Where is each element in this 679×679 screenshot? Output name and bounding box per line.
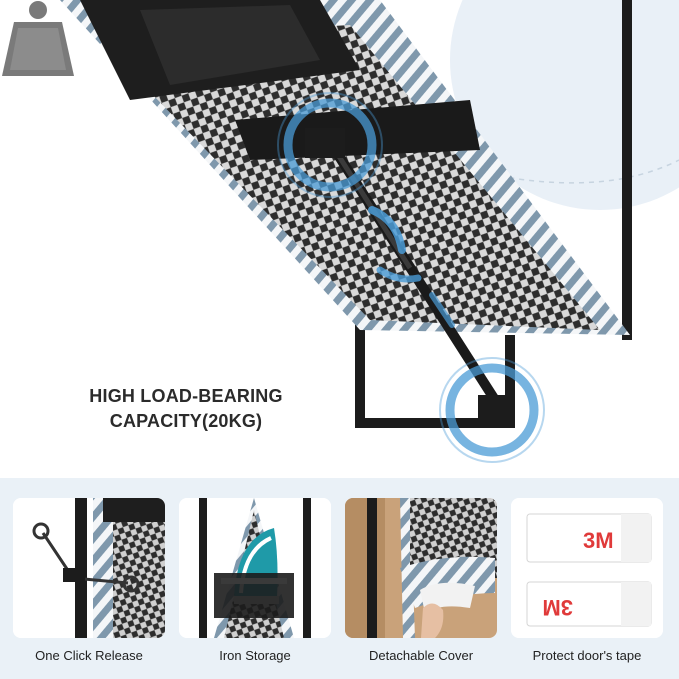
feature-card-iron (179, 498, 331, 638)
feature-caption-tape: Protect door's tape (532, 648, 642, 663)
weight-icon (2, 1, 74, 76)
iron-icon (179, 498, 331, 638)
feature-caption-cover: Detachable Cover (368, 648, 474, 663)
motion-arrow-icon (368, 206, 406, 254)
feature-card-cover (345, 498, 497, 638)
frame-post (622, 0, 632, 340)
headline: HIGH LOAD-BEARING CAPACITY(20KG) (52, 384, 320, 434)
feature-caption-release: One Click Release (35, 648, 143, 663)
release-lever-icon (13, 498, 165, 638)
headline-line-2: CAPACITY(20KG) (109, 411, 263, 431)
feature-card-tape: 3M 3M (511, 498, 663, 638)
headline-line-1: HIGH LOAD-BEARING (89, 386, 283, 406)
ironing-board-drawing (60, 0, 679, 463)
hero-illustration: 20KG HIGH LOAD-BEARING CAPACITY(20KG) (2, 0, 679, 463)
tape-icon: 3M 3M (511, 498, 663, 638)
tape-brand-top: 3M (583, 528, 614, 553)
highlight-ring-top (283, 98, 377, 192)
background-circle (450, 0, 679, 210)
highlight-ring-bottom (445, 363, 539, 457)
feature-caption-iron: Iron Storage (219, 648, 291, 663)
cover-icon (345, 498, 497, 638)
tape-brand-bottom: 3M (542, 595, 573, 620)
weight-label: 20KG (169, 336, 207, 352)
feature-card-release (13, 498, 165, 638)
